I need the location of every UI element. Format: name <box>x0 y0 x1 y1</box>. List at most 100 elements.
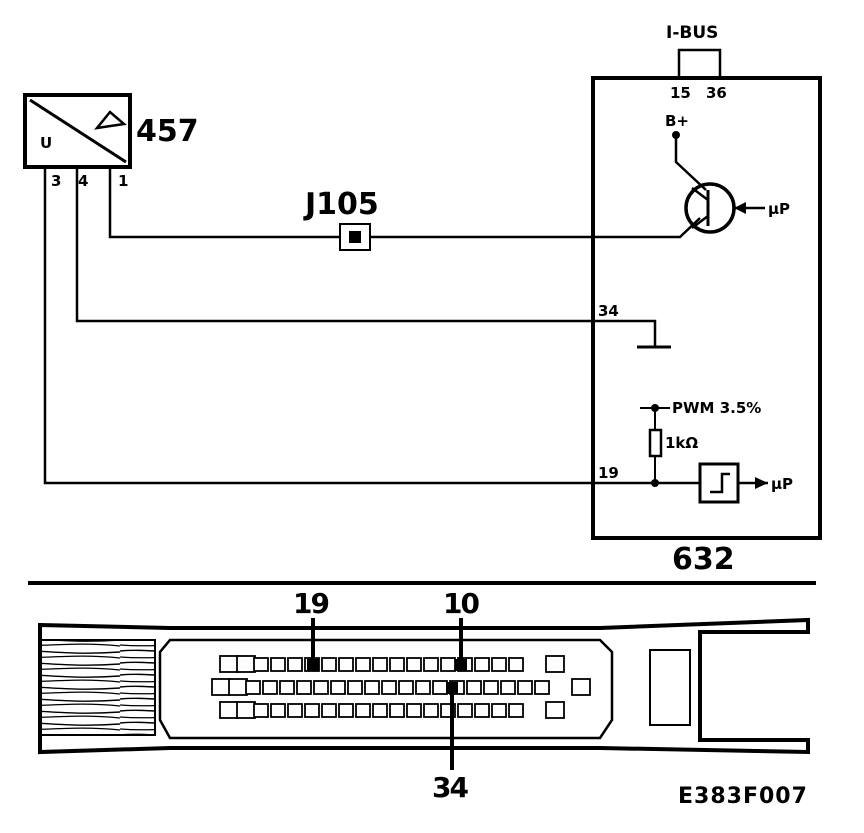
connector-pin-slot <box>474 703 490 718</box>
connector-pin-slot <box>262 680 278 695</box>
connector-pin-slot <box>347 680 363 695</box>
wire-pin-1 <box>108 168 340 239</box>
connector-pin-slot <box>219 701 239 719</box>
ecu-632: 632 I-BUS 15 36 B+ µP 34 PWM 3.5% 1kΩ 19 <box>591 23 822 577</box>
connector-pin-slot <box>423 703 439 718</box>
connector-pin-slot <box>253 703 269 718</box>
ground-pin-label: 34 <box>598 302 619 320</box>
connector-pin-slot <box>304 703 320 718</box>
connector-pin-slot <box>228 678 248 696</box>
connector-pin-slot <box>545 701 565 719</box>
input-pin-label: 19 <box>598 464 619 482</box>
connector-pin-slot <box>415 680 431 695</box>
connector-pin-slot <box>406 657 422 672</box>
sensor-diagonal <box>29 98 127 164</box>
connector-pin-slot <box>491 703 507 718</box>
schmitt-arrow-icon <box>755 477 768 489</box>
wire-pin-4-ground <box>75 168 657 346</box>
callout-10: 10 <box>443 587 479 620</box>
connector-pin-slot <box>338 657 354 672</box>
connector-pin-slot <box>245 680 261 695</box>
ibus-wires <box>677 48 722 78</box>
resistor-label: 1kΩ <box>665 434 698 452</box>
connector-pin-slot <box>270 703 286 718</box>
ecu-number: 632 <box>672 542 735 577</box>
connector-pin-slot <box>372 657 388 672</box>
connector-pin-slot <box>236 701 256 719</box>
connector-pin-slot <box>253 657 269 672</box>
transistor-collector <box>691 187 709 201</box>
sensor-pin-3: 3 <box>51 172 61 190</box>
supply-wire <box>674 135 707 191</box>
ibus-pin-15: 15 <box>670 84 691 102</box>
connector-pin-slot <box>211 678 231 696</box>
connector-pin-slot <box>457 703 473 718</box>
transistor-output-label: µP <box>768 200 790 218</box>
connector-pin-slot <box>270 657 286 672</box>
wire-pin-3-input <box>43 168 700 485</box>
connector-pin-slot <box>571 678 591 696</box>
sensor-symbol-letter: U <box>40 134 52 152</box>
connector-pin-slot <box>321 703 337 718</box>
connector-pin-slot <box>491 657 507 672</box>
callout-10-pin <box>455 659 467 671</box>
connector-housing <box>38 617 810 755</box>
connector-pin-slot <box>398 680 414 695</box>
supply-label: B+ <box>665 112 689 130</box>
connector-pin-slot <box>423 657 439 672</box>
sensor-number: 457 <box>136 114 199 149</box>
sensor-box <box>23 93 132 169</box>
connector-pin-slot <box>389 657 405 672</box>
transistor-emitter <box>691 215 709 229</box>
figure-code: E383F007 <box>678 784 808 809</box>
connector-pin-slot <box>466 680 482 695</box>
connector-pin-slot <box>500 680 516 695</box>
ibus-label: I-BUS <box>666 23 718 43</box>
input-node <box>651 479 659 487</box>
connector-pin-slot <box>279 680 295 695</box>
connector-label: J105 <box>303 187 379 222</box>
connector-pin-slot <box>508 703 524 718</box>
connector-pin-slot <box>534 680 550 695</box>
connector-pin-grid <box>211 655 591 719</box>
connector-pin-slot <box>321 657 337 672</box>
sensor-pin-4: 4 <box>78 172 88 190</box>
connector-pin-slot <box>287 657 303 672</box>
connector-pin-slot <box>474 657 490 672</box>
connector-pin-slot <box>355 703 371 718</box>
connector-face <box>158 638 614 740</box>
transistor-arrow-icon <box>734 202 746 214</box>
connector-pin-slot <box>406 703 422 718</box>
callout-19-pin <box>307 659 319 671</box>
schmitt-trigger-icon <box>710 472 730 494</box>
connector-pin-slot <box>355 657 371 672</box>
callout-19: 19 <box>293 587 328 620</box>
wire-harness <box>39 639 156 736</box>
schmitt-trigger-box <box>698 462 740 504</box>
connector-j105: J105 <box>303 187 379 251</box>
connector-latch <box>649 649 691 726</box>
connector-pin-slot <box>517 680 533 695</box>
connector-pin-slot <box>219 655 239 673</box>
connector-pin-slot <box>338 703 354 718</box>
connector-pin-slot <box>236 655 256 673</box>
resistor-icon <box>648 428 663 458</box>
connector-pin-slot <box>545 655 565 673</box>
schmitt-output-label: µP <box>771 475 793 493</box>
ecu-box <box>591 76 822 540</box>
connector-pin-slot <box>389 703 405 718</box>
connector-pin-slot <box>508 657 524 672</box>
connector-pin-slot <box>372 703 388 718</box>
connector-pin-slot <box>381 680 397 695</box>
connector-pin-slot <box>287 703 303 718</box>
connector-pin-slot <box>440 657 456 672</box>
connector-pin-slot <box>296 680 312 695</box>
ibus-pin-36: 36 <box>706 84 727 102</box>
sensor-457: U 457 3 4 1 <box>23 93 199 190</box>
wire-pin-1-to-transistor <box>370 217 701 239</box>
connector-pin-slot <box>483 680 499 695</box>
sensor-symbol-icon <box>94 110 127 130</box>
connector-view: 19 10 34 <box>38 587 810 804</box>
